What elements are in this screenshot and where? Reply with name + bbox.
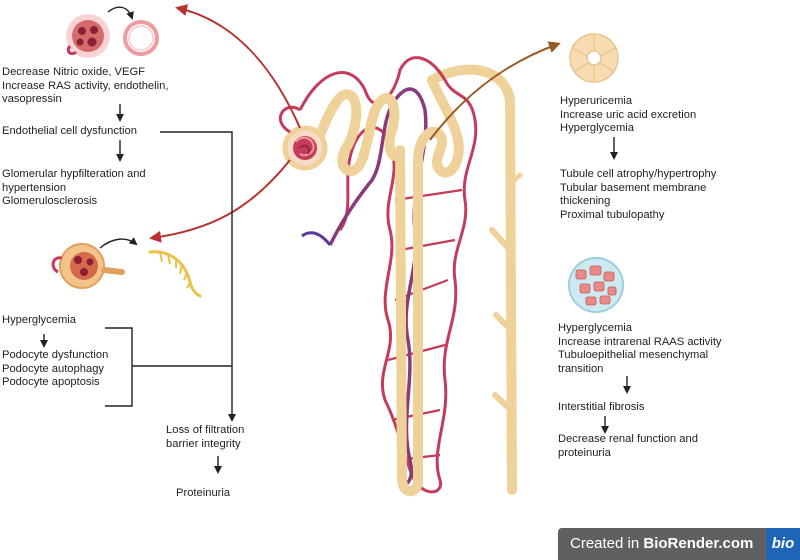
vessel-ring-icon	[123, 20, 159, 56]
interstitium-icon	[568, 257, 624, 313]
nephron-illustration	[278, 56, 523, 497]
renal-function-decline: Decrease renal function and proteinuria	[558, 433, 698, 459]
endothelial-dysfunction: Endothelial cell dysfunction	[2, 125, 137, 137]
proteinuria-label: Proteinuria	[176, 487, 231, 499]
glomerulus-mediators: Decrease Nitric oxide, VEGF Increase RAS…	[2, 66, 169, 105]
arrow-glomerulus-to-endothelium	[175, 4, 301, 129]
arrow-tubule-to-cell	[429, 41, 561, 141]
biorender-logo-icon: bio	[766, 528, 800, 560]
badge-text: Created in BioRender.com	[570, 535, 754, 552]
foot-process-icon	[148, 250, 202, 298]
peritubular-capillaries	[298, 56, 478, 494]
interstitial-fibrosis: Interstitial fibrosis	[558, 401, 645, 413]
collecting-duct	[427, 64, 517, 495]
tubule-triggers: Hyperuricemia Increase uric acid excreti…	[560, 95, 697, 134]
biorender-badge[interactable]: Created in BioRender.com bio	[558, 528, 800, 560]
tubule-outcomes: Tubule cell atrophy/hypertrophy Tubular …	[560, 168, 717, 221]
tubule-cross-section-icon	[569, 33, 619, 83]
glomerular-hyperfiltration: Glomerular hypfilteration and hypertensi…	[2, 168, 146, 207]
interstitial-triggers: Hyperglycemia Increase intrarenal RAAS a…	[558, 322, 722, 375]
flow-connectors	[40, 104, 631, 474]
podocyte-glomerulus-icon	[51, 243, 125, 289]
renal-tubule	[313, 75, 464, 497]
arrow-glomerulus-to-podocyte	[149, 159, 291, 243]
endothelial-cells-icon	[66, 14, 110, 58]
transform-arrow-podocyte	[99, 237, 138, 249]
podocyte-hyperglycemia: Hyperglycemia	[2, 314, 76, 326]
podocyte-effects: Podocyte dysfunction Podocyte autophagy …	[2, 349, 109, 388]
loss-filtration-barrier: Loss of filtration barrier integrity	[166, 424, 245, 450]
transform-arrow-top	[107, 6, 134, 20]
